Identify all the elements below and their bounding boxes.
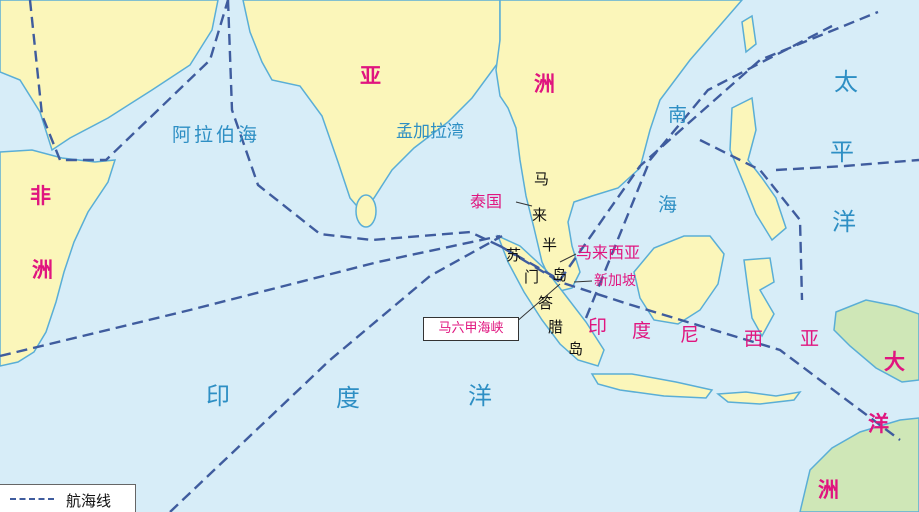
indonesia-char4: 西 xyxy=(744,328,764,350)
route-line-sample xyxy=(10,498,54,500)
thailand-label: 泰国 xyxy=(470,192,503,211)
sulawesi-island xyxy=(743,257,775,338)
singapore-label: 新加坡 xyxy=(594,273,636,289)
arabian-sea-label: 阿拉伯海 xyxy=(172,124,261,146)
malay-peninsula-char3: 半 xyxy=(542,236,558,254)
malaysia-leader xyxy=(559,253,577,263)
new-guinea-island xyxy=(833,299,919,383)
singapore-leader xyxy=(573,280,593,283)
pacific-ocean-char3: 洋 xyxy=(832,208,856,236)
region-africa-char1: 非 xyxy=(30,184,51,208)
malaysia-label: 马来西亚 xyxy=(576,243,641,262)
indian-ocean-char2: 度 xyxy=(336,384,360,412)
region-asia-char1: 亚 xyxy=(360,64,381,88)
legend-route-label: 航海线 xyxy=(66,492,112,510)
australia-landmass xyxy=(799,417,919,512)
sumatra-char2: 门 xyxy=(524,268,540,286)
region-oceania-char1: 大 xyxy=(884,350,905,374)
arabia-landmass xyxy=(0,0,219,152)
south-china-sea-char2: 海 xyxy=(658,194,681,216)
sri-lanka-island xyxy=(355,194,377,228)
taiwan-island xyxy=(741,14,757,54)
philippines-islands xyxy=(729,96,787,242)
pacific-ocean-char1: 太 xyxy=(834,68,858,96)
pacific-ocean-char2: 平 xyxy=(830,138,854,166)
sumatra-island xyxy=(496,234,605,367)
map-legend: 航海线 xyxy=(0,484,136,512)
region-oceania-char3: 洲 xyxy=(818,478,839,502)
region-oceania-char2: 洋 xyxy=(868,412,889,436)
region-asia-char2: 洲 xyxy=(534,72,555,96)
borneo-island xyxy=(633,235,725,325)
indonesia-char1: 印 xyxy=(588,316,608,338)
thailand-leader xyxy=(515,201,533,207)
indian-ocean-char1: 印 xyxy=(206,382,230,410)
bay-of-bengal-label: 孟加拉湾 xyxy=(396,122,464,142)
malay-peninsula-char4: 岛 xyxy=(552,266,568,284)
sumatra-char1: 苏 xyxy=(506,246,522,264)
sumatra-char4: 腊 xyxy=(548,318,564,336)
indian-ocean-char3: 洋 xyxy=(468,382,492,410)
malay-peninsula-char1: 马 xyxy=(534,170,550,188)
south-china-sea-char1: 南 xyxy=(668,104,691,126)
malacca-strait-callout: 马六甲海峡 xyxy=(423,317,519,341)
southeast-asia-landmass xyxy=(495,0,743,293)
region-africa-char2: 洲 xyxy=(32,258,53,282)
lesser-sunda-islands xyxy=(716,390,802,405)
sumatra-char3: 答 xyxy=(538,294,554,312)
sumatra-char5: 岛 xyxy=(568,340,584,358)
indonesia-char3: 尼 xyxy=(680,324,700,346)
malay-peninsula-char2: 来 xyxy=(532,206,548,224)
indonesia-char2: 度 xyxy=(632,320,652,342)
java-island xyxy=(590,373,714,399)
indonesia-char5: 亚 xyxy=(800,328,820,350)
